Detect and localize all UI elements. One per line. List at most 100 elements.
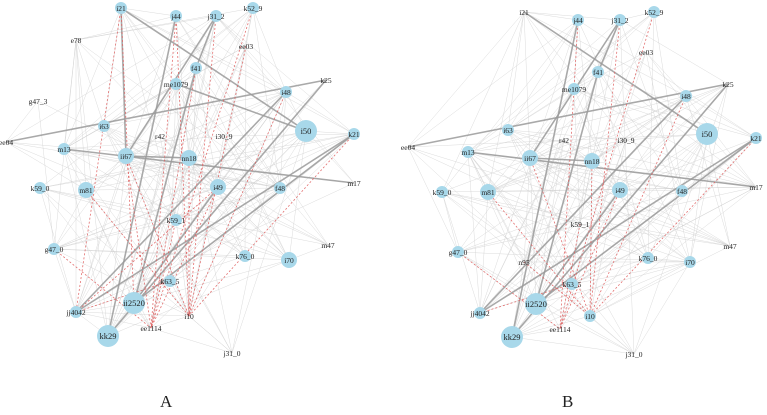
highlight-edge-i21-ii2520 <box>120 7 135 304</box>
node-me1079 <box>568 83 580 95</box>
node-label-i48: i48 <box>681 92 691 101</box>
edge-line <box>633 261 691 355</box>
edge-line <box>589 186 757 317</box>
edge-line <box>103 125 190 159</box>
node-nn18 <box>584 153 600 169</box>
edge-line <box>467 95 687 153</box>
node-i63 <box>98 120 110 132</box>
node-jj4042 <box>70 306 82 318</box>
node-label-m17: m17 <box>749 183 763 192</box>
edge-line <box>487 160 593 193</box>
strong-edge-j44-kk29 <box>511 19 579 338</box>
node-f41 <box>190 62 202 74</box>
edge-line <box>39 157 190 189</box>
node-k52_9 <box>247 2 259 14</box>
highlight-edge-ii67-ee1114 <box>125 155 152 329</box>
strong-edge-k25-kk29 <box>107 79 327 337</box>
edge-line <box>467 129 509 153</box>
edge-line <box>39 187 290 261</box>
node-label-m47: m47 <box>723 242 737 251</box>
node-i70 <box>684 256 696 268</box>
node-k52_9 <box>648 6 660 18</box>
strong-edge-i21-i50 <box>523 11 708 135</box>
node-k63_5 <box>164 275 176 287</box>
edge-line <box>37 100 55 250</box>
edge-line <box>125 155 233 354</box>
edge-line <box>188 15 217 159</box>
node-label-i21: i21 <box>116 4 126 13</box>
edge-line <box>647 257 691 263</box>
highlight-edge-j44-ee1114 <box>559 19 579 330</box>
edge-line <box>188 7 254 159</box>
edge-line <box>571 139 627 285</box>
node-label-m17: m17 <box>347 179 361 188</box>
edge-line <box>706 133 731 247</box>
edge-line <box>511 71 599 338</box>
edge-line <box>107 219 177 337</box>
edge-line <box>125 155 246 257</box>
edge-line <box>487 191 525 263</box>
edge-line <box>523 11 621 21</box>
highlight-edge-k21-i10 <box>188 133 355 317</box>
edge-line <box>619 137 757 191</box>
edge-line <box>53 248 77 313</box>
edge-line <box>467 151 683 192</box>
edge-line <box>507 129 757 188</box>
edge-line <box>75 7 254 41</box>
edge-line <box>75 155 127 313</box>
node-label-ee03: ee03 <box>639 48 653 57</box>
edge-line <box>573 88 757 139</box>
edge-line <box>53 186 219 250</box>
edge-line <box>188 130 307 159</box>
edge-line <box>685 95 757 139</box>
node-k59_0 <box>436 186 448 198</box>
strong-edge-ii67-nn18 <box>529 157 593 162</box>
edge-line <box>647 137 757 259</box>
highlight-edge-m81-i10 <box>85 189 190 317</box>
strong-edge-k21-ii2520 <box>133 133 355 304</box>
edge-line <box>39 187 177 221</box>
edge-line <box>511 261 691 338</box>
edge-line <box>63 125 105 150</box>
edge-line <box>507 129 691 263</box>
node-label-k59_0: k59_0 <box>433 188 452 197</box>
edge-line <box>457 95 687 253</box>
node-f48 <box>676 185 688 197</box>
strong-edge-i21-ii67 <box>120 7 127 157</box>
edge-line <box>467 151 635 355</box>
highlight-edge-ii67-i10 <box>125 155 190 317</box>
edge-line <box>523 11 579 21</box>
highlight-edge-k59_1-ee1114 <box>150 219 177 329</box>
node-kk29 <box>97 325 119 347</box>
edge-line <box>75 182 355 313</box>
edge-line <box>571 189 621 285</box>
highlight-edge-g47_0-ee1114 <box>53 248 152 329</box>
node-label-g47_0: g47_0 <box>45 245 64 254</box>
edge-line <box>75 83 177 313</box>
strong-edge-k21-jj4042 <box>75 133 355 313</box>
node-label-k76_0: k76_0 <box>236 252 255 261</box>
edge-line <box>188 157 281 189</box>
edge-line <box>441 19 579 193</box>
edge-line <box>107 259 290 337</box>
edge-line <box>175 15 287 93</box>
edge-line <box>441 191 581 225</box>
strong-edge-k21-jj4042 <box>479 137 757 314</box>
strong-edge-j31_2-f41 <box>195 15 217 69</box>
node-label-me1079: me1079 <box>164 80 188 89</box>
edge-line <box>53 130 307 250</box>
edge-line <box>487 11 525 193</box>
edge-line <box>511 315 591 338</box>
node-f41 <box>592 66 604 78</box>
node-label-nn18: nn18 <box>585 157 600 166</box>
edge-line <box>479 191 489 314</box>
edge-line <box>441 191 459 253</box>
highlight-edge-k59_1-ee1114 <box>559 223 581 330</box>
node-label-j44: j44 <box>572 16 583 25</box>
highlight-edge-i48-i10 <box>188 91 287 317</box>
node-label-i63: i63 <box>503 126 513 135</box>
edge-line <box>217 186 290 261</box>
edge-line <box>441 11 525 193</box>
edge-line <box>279 187 329 246</box>
